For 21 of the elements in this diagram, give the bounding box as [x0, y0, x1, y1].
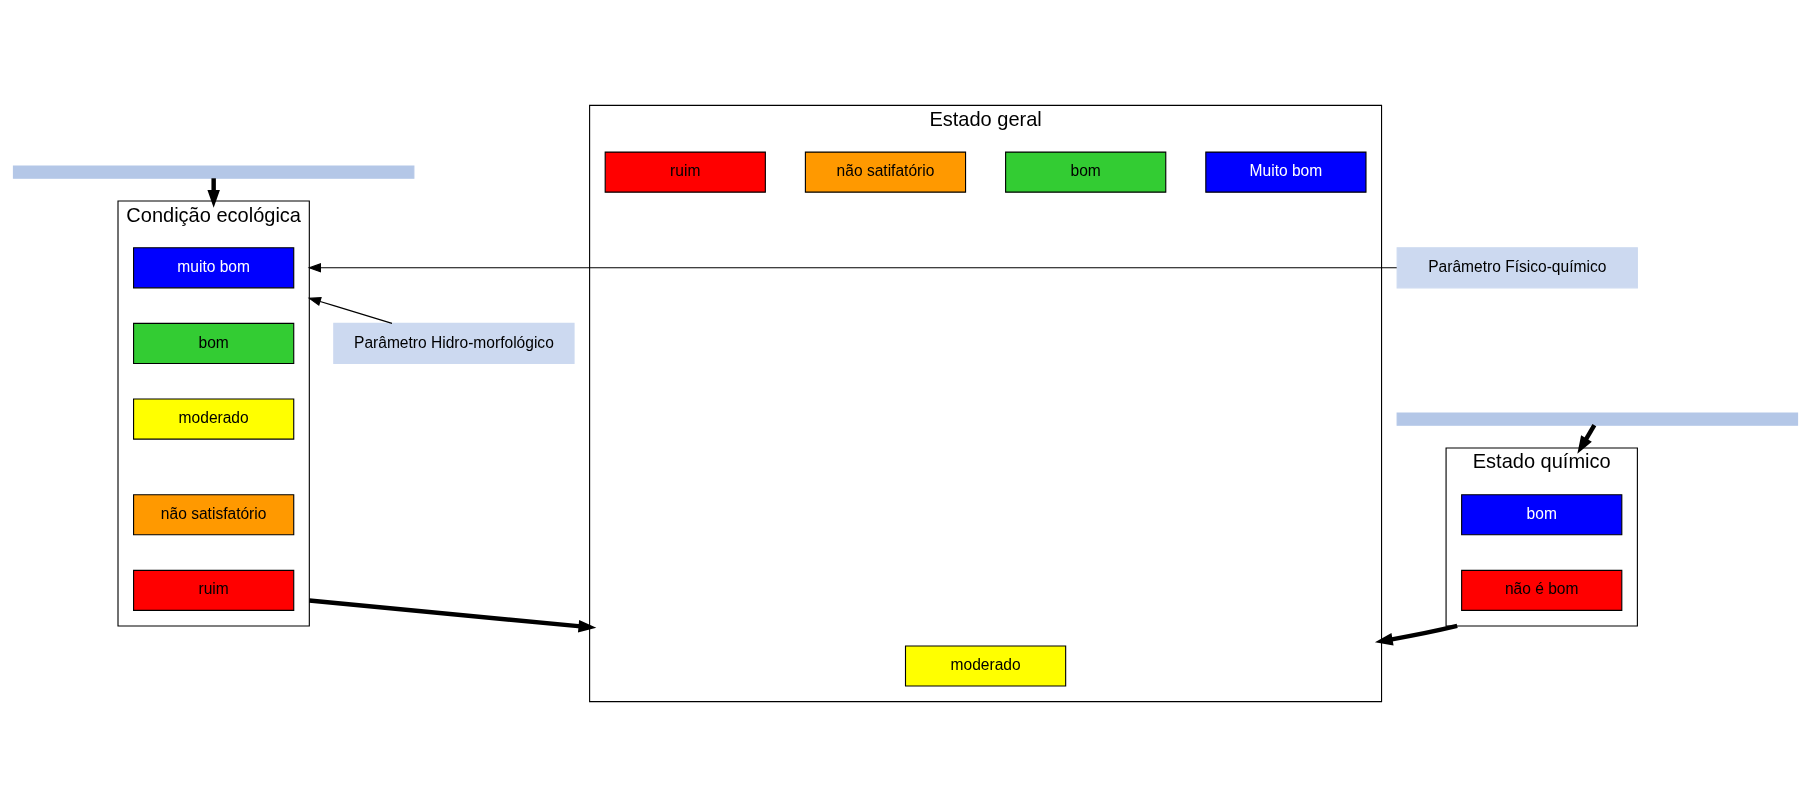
arrow	[307, 262, 1397, 272]
node-box: bom	[1460, 493, 1622, 535]
arrow	[307, 296, 393, 324]
node-box: não satifatório	[804, 151, 966, 193]
arrow	[308, 597, 596, 632]
node-box: ruim	[604, 151, 766, 193]
node-box: Muito bom	[1204, 151, 1367, 193]
node-box: não satisfatório	[132, 493, 294, 535]
arrow	[1374, 623, 1458, 645]
node-box: não é bom	[1460, 569, 1622, 611]
node-box: bom	[1004, 151, 1166, 193]
node-box: muito bom	[132, 246, 294, 288]
node-bar	[12, 164, 414, 179]
node-box: moderado	[904, 644, 1066, 687]
node-box: moderado	[132, 398, 294, 440]
node-box: bom	[132, 322, 294, 364]
node-box: ruim	[132, 569, 294, 611]
node-bar	[1396, 411, 1798, 426]
node-box: Parâmetro Físico-químico	[1396, 246, 1638, 288]
node-box: Parâmetro Hidro-morfológico	[332, 322, 575, 364]
arrow	[206, 177, 220, 208]
